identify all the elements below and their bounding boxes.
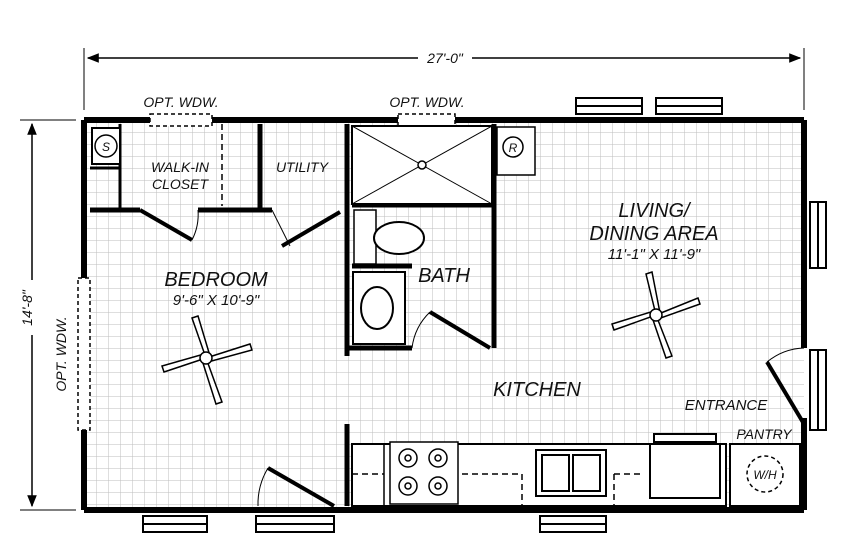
bedroom-size: 9'-6" X 10'-9" [173,292,260,309]
width-dimension: 27'-0" [83,48,805,110]
kitchen-label: KITCHEN [493,379,581,401]
washer-symbol: S [102,140,110,154]
pantry-label: PANTRY [736,426,793,442]
walk-in-closet-label-line2: CLOSET [152,176,209,192]
water-heater: W/H [729,443,801,507]
opt-window-label-top-left: OPT. WDW. [143,94,218,110]
water-heater-symbol: W/H [753,468,777,482]
shower [351,125,493,205]
washer: S [91,127,121,165]
entrance-label: ENTRANCE [685,397,769,414]
living-size: 11'-1" X 11'-9" [608,246,701,263]
doors [139,208,806,508]
bath-label: BATH [418,265,470,287]
toilet [353,209,425,265]
optional-windows [77,113,456,431]
kitchen-sink [535,449,607,497]
refrigerator-symbol: R [509,141,518,155]
opt-window-label-top-middle: OPT. WDW. [389,94,464,110]
living-label-line1: LIVING/ [618,200,692,222]
width-label: 27'-0" [426,50,464,66]
depth-label: 14'-8" [19,289,35,326]
ceiling-fan-bedroom [161,315,253,405]
bedroom-label: BEDROOM [164,269,268,291]
windows [142,97,827,533]
utility-label: UTILITY [276,159,330,175]
opt-window-label-left: OPT. WDW. [53,316,69,391]
dishwasher-cabinet [649,433,721,499]
bath-sink [352,271,406,345]
depth-dimension: 14'-8" [19,119,76,511]
refrigerator: R [496,126,536,176]
walk-in-closet-label-line1: WALK-IN [151,159,210,175]
living-label-line2: DINING AREA [589,223,718,245]
range-cooktop [389,441,459,505]
ceiling-fan-living [611,271,701,359]
